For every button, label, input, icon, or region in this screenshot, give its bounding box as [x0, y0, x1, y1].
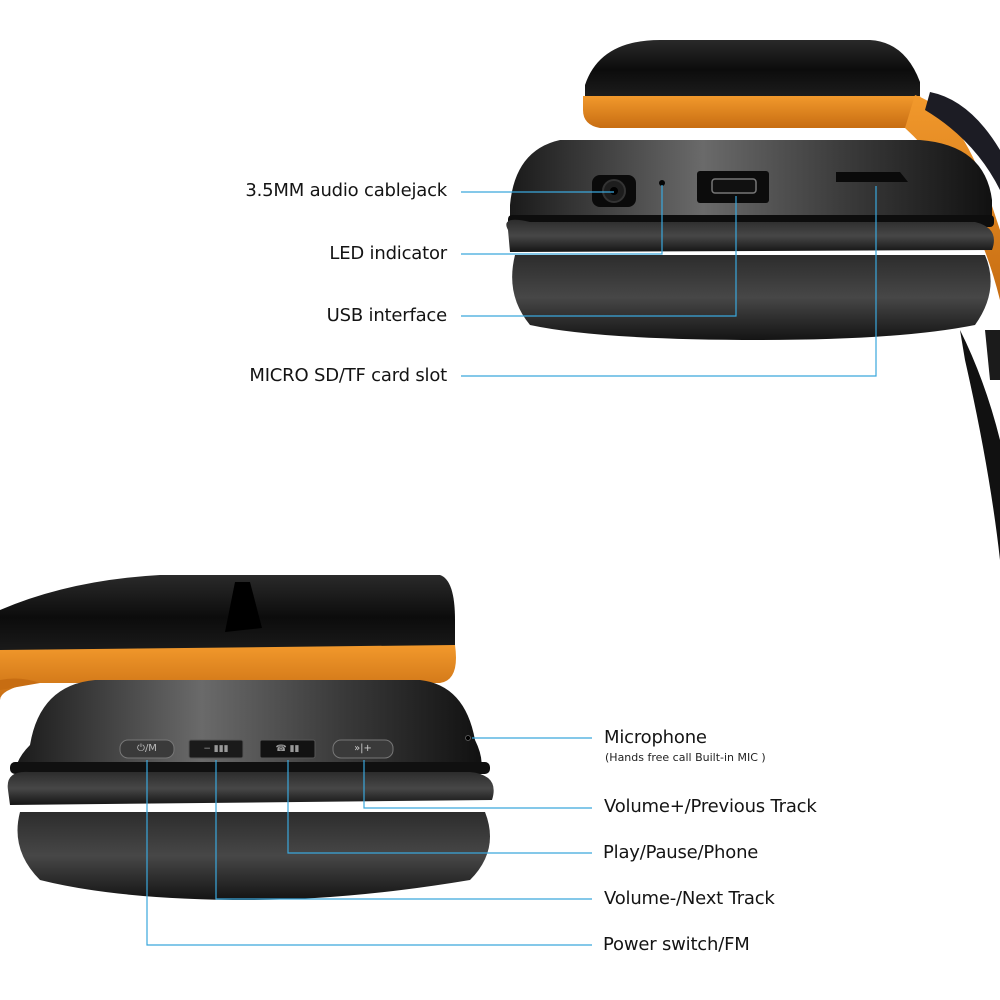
- callout-play-pause: Play/Pause/Phone: [603, 842, 759, 863]
- power-fm-button: ⏻/M: [137, 743, 157, 754]
- bottom-earcup-shell: [7, 680, 494, 900]
- microphone-hole: [465, 735, 471, 741]
- callout-sd-card-slot: MICRO SD/TF card slot: [249, 365, 447, 386]
- callout-usb-interface: USB interface: [326, 305, 448, 326]
- callout-volume-down: Volume-/Next Track: [604, 888, 775, 909]
- top-earcup-shell: [506, 140, 994, 340]
- callout-volume-up: Volume+/Previous Track: [604, 796, 817, 817]
- bottom-leader-lines: [146, 737, 592, 946]
- callout-power-switch: Power switch/FM: [603, 934, 750, 955]
- top-leader-lines: [461, 185, 877, 377]
- volume-up-button: »|+: [354, 743, 372, 754]
- bottom-control-buttons: [119, 739, 394, 759]
- usb-port: [697, 171, 769, 203]
- sd-card-slot: [836, 172, 908, 182]
- led-indicator-dot: [659, 180, 665, 186]
- callout-microphone-sublabel: (Hands free call Built-in MIC ): [605, 751, 766, 764]
- callout-led-indicator: LED indicator: [329, 243, 447, 264]
- callout-microphone: Microphone: [604, 727, 707, 748]
- callout-audio-jack: 3.5MM audio cablejack: [245, 180, 447, 201]
- volume-down-button: − ▮▮▮: [203, 744, 229, 754]
- audio-jack-port: [592, 175, 636, 207]
- play-pause-button: ☎ ▮▮: [275, 744, 300, 754]
- bottom-headband: [0, 575, 456, 700]
